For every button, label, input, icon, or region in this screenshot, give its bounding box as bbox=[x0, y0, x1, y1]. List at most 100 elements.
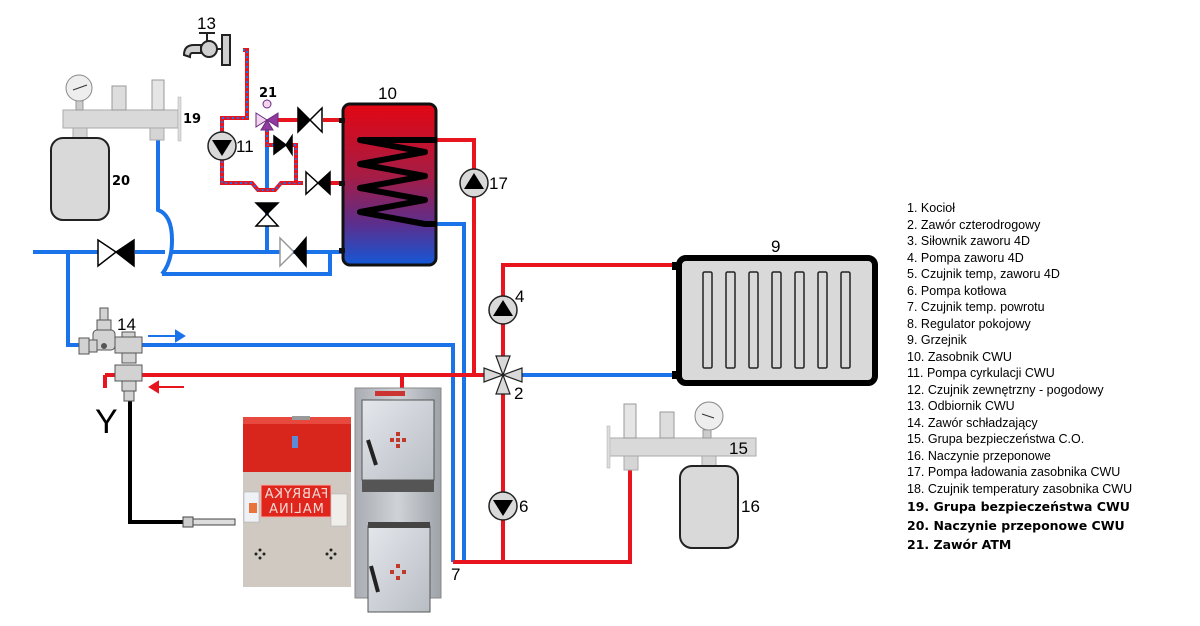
legend-item-text: Naczynie przeponowe bbox=[927, 448, 1051, 463]
legend-item-text: Zawór ATM bbox=[933, 537, 1012, 552]
radiator-fin bbox=[794, 271, 805, 369]
legend-item-text: Naczynie przeponowe CWU bbox=[933, 518, 1125, 533]
label-9: 9 bbox=[771, 237, 780, 256]
legend-item-number: 4. bbox=[907, 250, 918, 265]
pump-17-icon bbox=[459, 168, 489, 198]
label-14: 14 bbox=[117, 315, 136, 334]
legend-item-text: Czujnik temperatury zasobnika CWU bbox=[927, 481, 1133, 496]
expansion-vessel-cwu bbox=[50, 137, 110, 221]
shutoff-valve-cold-inlet bbox=[97, 238, 135, 268]
legend-item: 20. Naczynie przeponowe CWU bbox=[907, 516, 1132, 535]
legend-item-number: 2. bbox=[907, 217, 918, 232]
shutoff-valve-tank-hot bbox=[297, 106, 323, 134]
label-10: 10 bbox=[378, 84, 397, 103]
radiator-fin bbox=[748, 271, 759, 369]
label-15: 15 bbox=[729, 439, 748, 458]
legend-item-number: 8. bbox=[907, 316, 918, 331]
label-2: 2 bbox=[514, 384, 523, 403]
label-17: 17 bbox=[489, 174, 508, 193]
flow-arrow-cold bbox=[148, 329, 186, 343]
legend-item-number: 17. bbox=[907, 465, 925, 479]
legend-item: 11. Pompa cyrkulacji CWU bbox=[907, 365, 1132, 382]
shutoff-valve-vertical bbox=[254, 202, 280, 227]
legend-item: 6. Pompa kotłowa bbox=[907, 283, 1132, 300]
legend-item-text: Czujnik temp. powrotu bbox=[920, 300, 1045, 314]
legend-item: 3. Siłownik zaworu 4D bbox=[907, 233, 1132, 250]
legend-item: 17. Pompa ładowania zasobnika CWU bbox=[907, 464, 1132, 481]
legend-item-text: Pompa zaworu 4D bbox=[920, 250, 1024, 265]
radiator-fin bbox=[771, 271, 782, 369]
boiler-plate-line1: FABRYKA bbox=[264, 487, 328, 502]
y-symbol: Y bbox=[95, 403, 118, 441]
radiator-fin bbox=[725, 271, 736, 369]
pump-11-icon bbox=[207, 131, 237, 161]
component-labels: 13 21 10 19 11 20 17 9 4 14 2 15 6 16 7 bbox=[112, 14, 780, 584]
tap-icon bbox=[182, 32, 231, 66]
legend-item-number: 11. bbox=[907, 366, 924, 380]
legend-item-number: 13. bbox=[907, 399, 925, 413]
shutoff-valve-tank-inlet bbox=[279, 235, 307, 269]
legend-item-text: Pompa kotłowa bbox=[920, 283, 1007, 298]
pump-4-icon bbox=[488, 295, 518, 325]
radiator-fin bbox=[817, 271, 828, 369]
label-11: 11 bbox=[236, 137, 254, 156]
legend-item-number: 20. bbox=[907, 518, 930, 533]
legend-item-number: 3. bbox=[907, 234, 918, 248]
legend-item-text: Zasobnik CWU bbox=[927, 349, 1012, 364]
flow-arrow-hot bbox=[148, 380, 184, 394]
boiler: FABRYKA MALINA bbox=[243, 387, 442, 613]
legend-item-number: 15. bbox=[907, 432, 925, 446]
legend-item: 10. Zasobnik CWU bbox=[907, 349, 1132, 366]
safety-group-cwu bbox=[62, 74, 182, 142]
shutoff-valve-circulation bbox=[273, 133, 293, 157]
safety-group-co bbox=[606, 401, 757, 471]
legend-item: 15. Grupa bezpieczeństwa C.O. bbox=[907, 431, 1132, 448]
legend-item-number: 1. bbox=[907, 201, 918, 215]
legend-item-text: Grupa bezpieczeństwa C.O. bbox=[927, 432, 1085, 446]
legend-item: 9. Grzejnik bbox=[907, 332, 1132, 349]
legend-item: 4. Pompa zaworu 4D bbox=[907, 250, 1132, 267]
radiator-fin bbox=[702, 271, 713, 369]
expansion-vessel-co bbox=[679, 465, 739, 549]
legend-item-number: 21. bbox=[907, 537, 930, 552]
legend-item: 1. Kocioł bbox=[907, 200, 1132, 217]
legend-item-number: 6. bbox=[907, 283, 918, 298]
legend-item-number: 16. bbox=[907, 448, 925, 463]
legend-item-number: 18. bbox=[907, 481, 925, 496]
mixing-valve-14 bbox=[78, 307, 143, 402]
legend-item-text: Odbiornik CWU bbox=[927, 399, 1015, 413]
legend-item-text: Grzejnik bbox=[920, 333, 967, 347]
label-16: 16 bbox=[741, 497, 760, 516]
legend-item-number: 7. bbox=[907, 300, 918, 314]
legend-item-text: Pompa cyrkulacji CWU bbox=[926, 366, 1055, 380]
legend-item-number: 10. bbox=[907, 349, 925, 364]
legend-item-text: Regulator pokojowy bbox=[920, 316, 1031, 331]
legend-item: 2. Zawór czterodrogowy bbox=[907, 217, 1132, 234]
label-7: 7 bbox=[451, 565, 460, 584]
shutoff-valve-tank-mid bbox=[305, 170, 331, 196]
legend-item: 7. Czujnik temp. powrotu bbox=[907, 299, 1132, 316]
legend-item: 12. Czujnik zewnętrzny - pogodowy bbox=[907, 382, 1132, 399]
cold-water-pipes bbox=[33, 140, 672, 562]
legend-item: 18. Czujnik temperatury zasobnika CWU bbox=[907, 481, 1132, 498]
legend-item: 21. Zawór ATM bbox=[907, 535, 1132, 554]
legend-item: 19. Grupa bezpieczeństwa CWU bbox=[907, 497, 1132, 516]
sensor-wire bbox=[128, 400, 183, 524]
legend-item-text: Pompa ładowania zasobnika CWU bbox=[927, 465, 1121, 479]
pump-6-icon bbox=[488, 491, 518, 521]
legend-item: 14. Zawór schładzający bbox=[907, 415, 1132, 432]
legend-item-text: Zawór schładzający bbox=[927, 415, 1038, 430]
legend-item: 8. Regulator pokojowy bbox=[907, 316, 1132, 333]
legend-item-text: Siłownik zaworu 4D bbox=[920, 234, 1030, 248]
label-13: 13 bbox=[197, 14, 216, 33]
label-4: 4 bbox=[515, 287, 524, 306]
label-20: 20 bbox=[112, 174, 130, 189]
legend-item-text: Czujnik zewnętrzny - pogodowy bbox=[927, 382, 1104, 397]
legend-item: 13. Odbiornik CWU bbox=[907, 398, 1132, 415]
legend-item-number: 19. bbox=[907, 499, 930, 514]
legend-item-text: Kocioł bbox=[920, 201, 955, 215]
legend-item: 5. Czujnik temp, zaworu 4D bbox=[907, 266, 1132, 283]
boiler-plate-line2: MALINA bbox=[268, 502, 324, 517]
label-6: 6 bbox=[519, 497, 528, 516]
